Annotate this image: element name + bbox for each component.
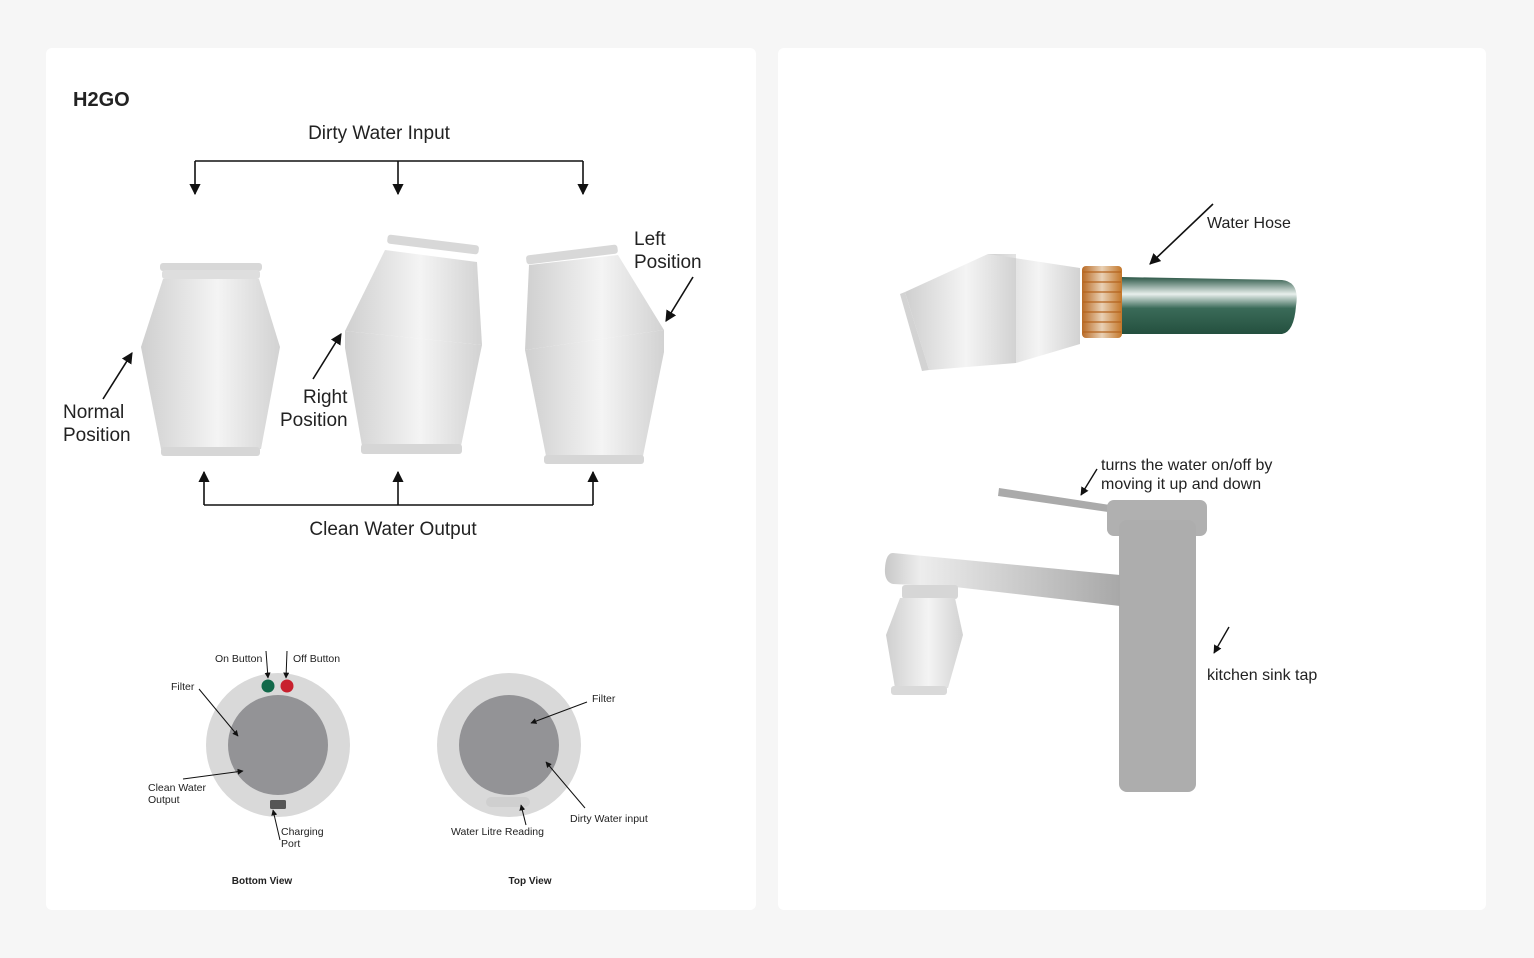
canister-right [345, 234, 482, 454]
left-position-label-1: Left [634, 229, 666, 250]
right-position-arrow [312, 333, 342, 380]
off-button-icon [280, 679, 294, 693]
right-position-label-1: Right [303, 387, 348, 408]
left-position-label-2: Position [634, 252, 702, 273]
top-view [437, 673, 581, 817]
tv-dirty-input-label: Dirty Water input [570, 813, 648, 825]
tap-lever [998, 488, 1110, 512]
litre-reading-display [486, 797, 530, 807]
output-bracket [198, 470, 599, 506]
bv-on-button-label: On Button [215, 653, 262, 665]
tv-litre-reading-label: Water Litre Reading [451, 826, 544, 838]
normal-position-label-2: Position [63, 425, 131, 446]
kitchen-tap [884, 488, 1207, 792]
brand-title: H2GO [73, 89, 130, 111]
left-position-arrow [665, 276, 694, 322]
bv-charging-port-label-2: Port [281, 838, 300, 850]
normal-position-label-1: Normal [63, 402, 124, 423]
tap-spout [884, 553, 1120, 606]
water-hose-arrow [1149, 203, 1214, 265]
canister-normal [141, 263, 280, 456]
input-bracket [189, 160, 589, 196]
hose-assembly [900, 254, 1297, 371]
bv-clean-output-label-2: Output [148, 794, 180, 806]
clean-water-output-label: Clean Water Output [309, 519, 477, 540]
bottom-view-caption: Bottom View [232, 876, 293, 887]
lever-label-2: moving it up and down [1101, 476, 1261, 493]
top-view-caption: Top View [509, 876, 552, 887]
charging-port-icon [270, 800, 286, 809]
water-hose [1120, 277, 1297, 334]
tap-canister [886, 598, 963, 688]
dirty-water-input-label: Dirty Water Input [308, 123, 451, 144]
water-hose-label: Water Hose [1207, 215, 1291, 232]
lever-arrow [1080, 468, 1098, 496]
bv-off-button-label: Off Button [293, 653, 340, 665]
right-position-label-2: Position [280, 410, 348, 431]
bottom-view [206, 673, 350, 817]
bv-clean-output-label-1: Clean Water [148, 782, 206, 794]
normal-position-arrow [102, 352, 133, 400]
kitchen-sink-tap-label: kitchen sink tap [1207, 667, 1317, 684]
lever-label-1: turns the water on/off by [1101, 457, 1272, 474]
bv-charging-port-label-1: Charging [281, 826, 324, 838]
tap-arrow [1213, 626, 1230, 654]
bv-filter-label: Filter [171, 681, 195, 693]
tv-filter-label: Filter [592, 693, 616, 705]
on-button-icon [261, 679, 275, 693]
canister-left [525, 244, 664, 464]
